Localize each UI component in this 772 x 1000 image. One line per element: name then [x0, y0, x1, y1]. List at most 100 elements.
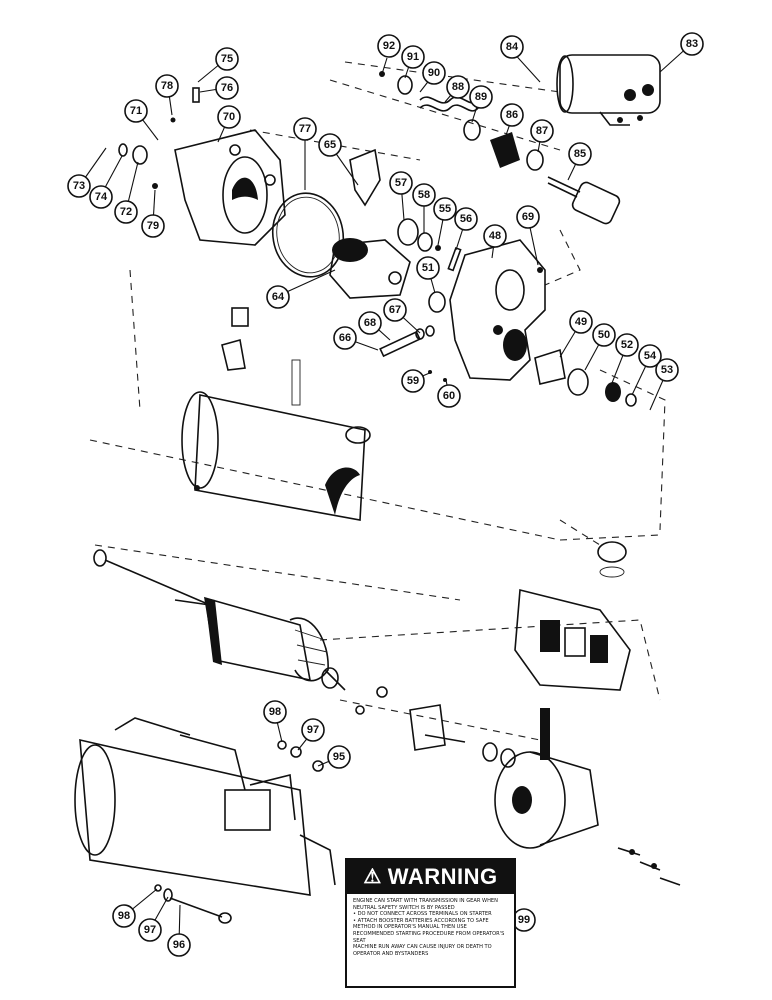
callout-76: 76 [215, 76, 239, 100]
callout-60: 60 [437, 384, 461, 408]
svg-text:58: 58 [418, 189, 430, 201]
callout-54: 54 [638, 344, 662, 368]
svg-text:95: 95 [333, 751, 345, 763]
svg-text:99: 99 [518, 914, 530, 926]
callout-77: 77 [293, 117, 317, 141]
callout-97-lower: 97 [138, 918, 162, 942]
callout-98-upper: 98 [263, 700, 287, 724]
callout-58: 58 [412, 183, 436, 207]
callout-72: 72 [114, 200, 138, 224]
svg-text:66: 66 [339, 332, 351, 344]
callout-92: 92 [377, 34, 401, 58]
callout-88: 88 [446, 75, 470, 99]
warning-text: Engine can start with transmission in ge… [353, 898, 505, 957]
svg-text:48: 48 [489, 230, 501, 242]
svg-text:68: 68 [364, 317, 376, 329]
callout-84: 84 [500, 35, 524, 59]
callout-90: 90 [422, 61, 446, 85]
svg-text:86: 86 [506, 109, 518, 121]
commutator-end-frame [482, 708, 681, 886]
svg-text:52: 52 [621, 339, 633, 351]
lever-housing [449, 239, 546, 381]
callout-68: 68 [358, 311, 382, 335]
svg-text:71: 71 [130, 105, 142, 117]
callout-97-upper: 97 [301, 718, 325, 742]
svg-text:79: 79 [147, 220, 159, 232]
svg-text:55: 55 [439, 203, 451, 215]
svg-text:91: 91 [407, 51, 419, 63]
callout-96: 96 [167, 933, 191, 957]
svg-text:67: 67 [389, 304, 401, 316]
svg-text:76: 76 [221, 82, 233, 94]
callout-53: 53 [655, 358, 679, 382]
callout-83: 83 [680, 32, 704, 56]
svg-text:60: 60 [443, 390, 455, 402]
callout-59: 59 [401, 369, 425, 393]
plunger [547, 176, 621, 225]
callout-89: 89 [469, 85, 493, 109]
brush-holder [409, 541, 631, 751]
callout-74: 74 [89, 185, 113, 209]
svg-text:73: 73 [73, 180, 85, 192]
callout-52: 52 [615, 333, 639, 357]
svg-text:83: 83 [686, 38, 698, 50]
svg-text:78: 78 [161, 80, 173, 92]
svg-text:65: 65 [324, 139, 336, 151]
svg-text:85: 85 [574, 148, 586, 160]
small-hardware [379, 218, 637, 407]
callout-79: 79 [141, 214, 165, 238]
svg-text:84: 84 [506, 41, 519, 53]
assembled-starter [74, 717, 336, 896]
warning-decal: ⚠ WARNING Engine can start with transmis… [345, 858, 516, 988]
callout-87: 87 [530, 119, 554, 143]
svg-text:59: 59 [407, 375, 419, 387]
callout-65: 65 [318, 133, 342, 157]
callout-73: 73 [67, 174, 91, 198]
callout-75: 75 [215, 47, 239, 71]
callout-99: 99 [512, 908, 536, 932]
svg-text:64: 64 [272, 291, 285, 303]
solenoid [556, 54, 661, 126]
svg-text:98: 98 [269, 706, 281, 718]
svg-text:74: 74 [95, 191, 108, 203]
svg-text:56: 56 [460, 213, 472, 225]
housing-gasket-inner [276, 196, 340, 274]
callout-bubbles: 92 91 90 88 89 84 83 86 87 85 75 78 76 7… [67, 32, 704, 957]
svg-text:50: 50 [598, 329, 610, 341]
callout-71: 71 [124, 99, 148, 123]
callout-70: 70 [217, 105, 241, 129]
svg-text:77: 77 [299, 123, 311, 135]
callout-69: 69 [516, 205, 540, 229]
callout-51: 51 [416, 256, 440, 280]
svg-text:88: 88 [452, 81, 464, 93]
callout-91: 91 [401, 45, 425, 69]
svg-text:97: 97 [307, 724, 319, 736]
callout-66: 66 [333, 326, 357, 350]
callout-48: 48 [483, 224, 507, 248]
svg-text:51: 51 [422, 262, 434, 274]
callout-leaders [79, 44, 691, 945]
warning-title: WARNING [387, 864, 498, 889]
svg-text:89: 89 [475, 91, 487, 103]
armature [93, 549, 388, 715]
through-bolt [154, 884, 232, 924]
callout-50: 50 [592, 323, 616, 347]
callout-78: 78 [155, 74, 179, 98]
warning-header: ⚠ WARNING [347, 860, 514, 894]
drive-clutch [329, 238, 411, 299]
svg-text:96: 96 [173, 939, 185, 951]
svg-text:69: 69 [522, 211, 534, 223]
callout-67: 67 [383, 298, 407, 322]
svg-text:57: 57 [395, 177, 407, 189]
svg-text:97: 97 [144, 924, 156, 936]
svg-text:72: 72 [120, 206, 132, 218]
callout-95: 95 [327, 745, 351, 769]
callout-49: 49 [569, 310, 593, 334]
svg-text:98: 98 [118, 910, 130, 922]
callout-56: 56 [454, 207, 478, 231]
boot-and-spring-parts [379, 71, 544, 171]
field-frame [181, 307, 371, 521]
callout-64: 64 [266, 285, 290, 309]
svg-text:87: 87 [536, 125, 548, 137]
